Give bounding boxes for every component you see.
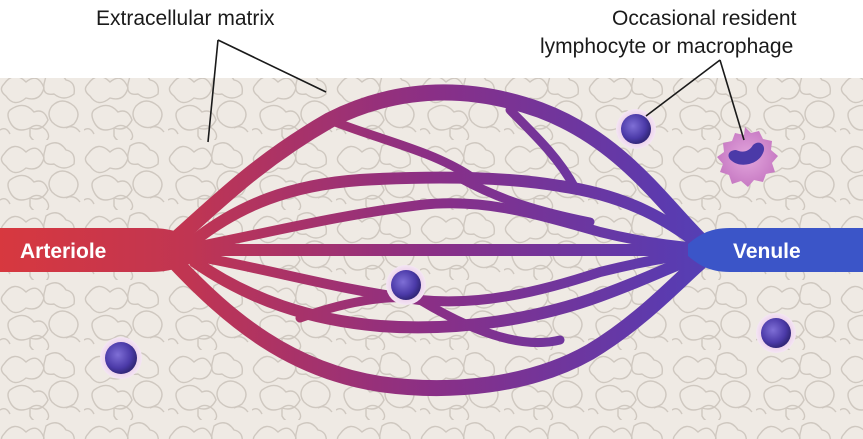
lymphocyte-lower-left: [100, 337, 142, 379]
arteriole: Arteriole: [0, 228, 205, 272]
lymphocyte-nucleus: [761, 318, 791, 348]
extracellular-matrix-label: Extracellular matrix: [96, 7, 275, 30]
lymphocyte-lower-right: [756, 313, 796, 353]
resident-cells-label-line1: Occasional resident: [612, 7, 797, 30]
lymphocyte-upper-right: [616, 109, 656, 149]
resident-cells-label-line2: lymphocyte or macrophage: [540, 35, 793, 58]
arteriole-label: Arteriole: [20, 240, 106, 263]
lymphocyte-nucleus: [105, 342, 137, 374]
lymphocyte-nucleus: [621, 114, 651, 144]
venule-label: Venule: [733, 240, 801, 263]
lymphocyte-center: [386, 265, 426, 305]
venule: Venule: [688, 228, 863, 272]
lymphocyte-nucleus: [391, 270, 421, 300]
